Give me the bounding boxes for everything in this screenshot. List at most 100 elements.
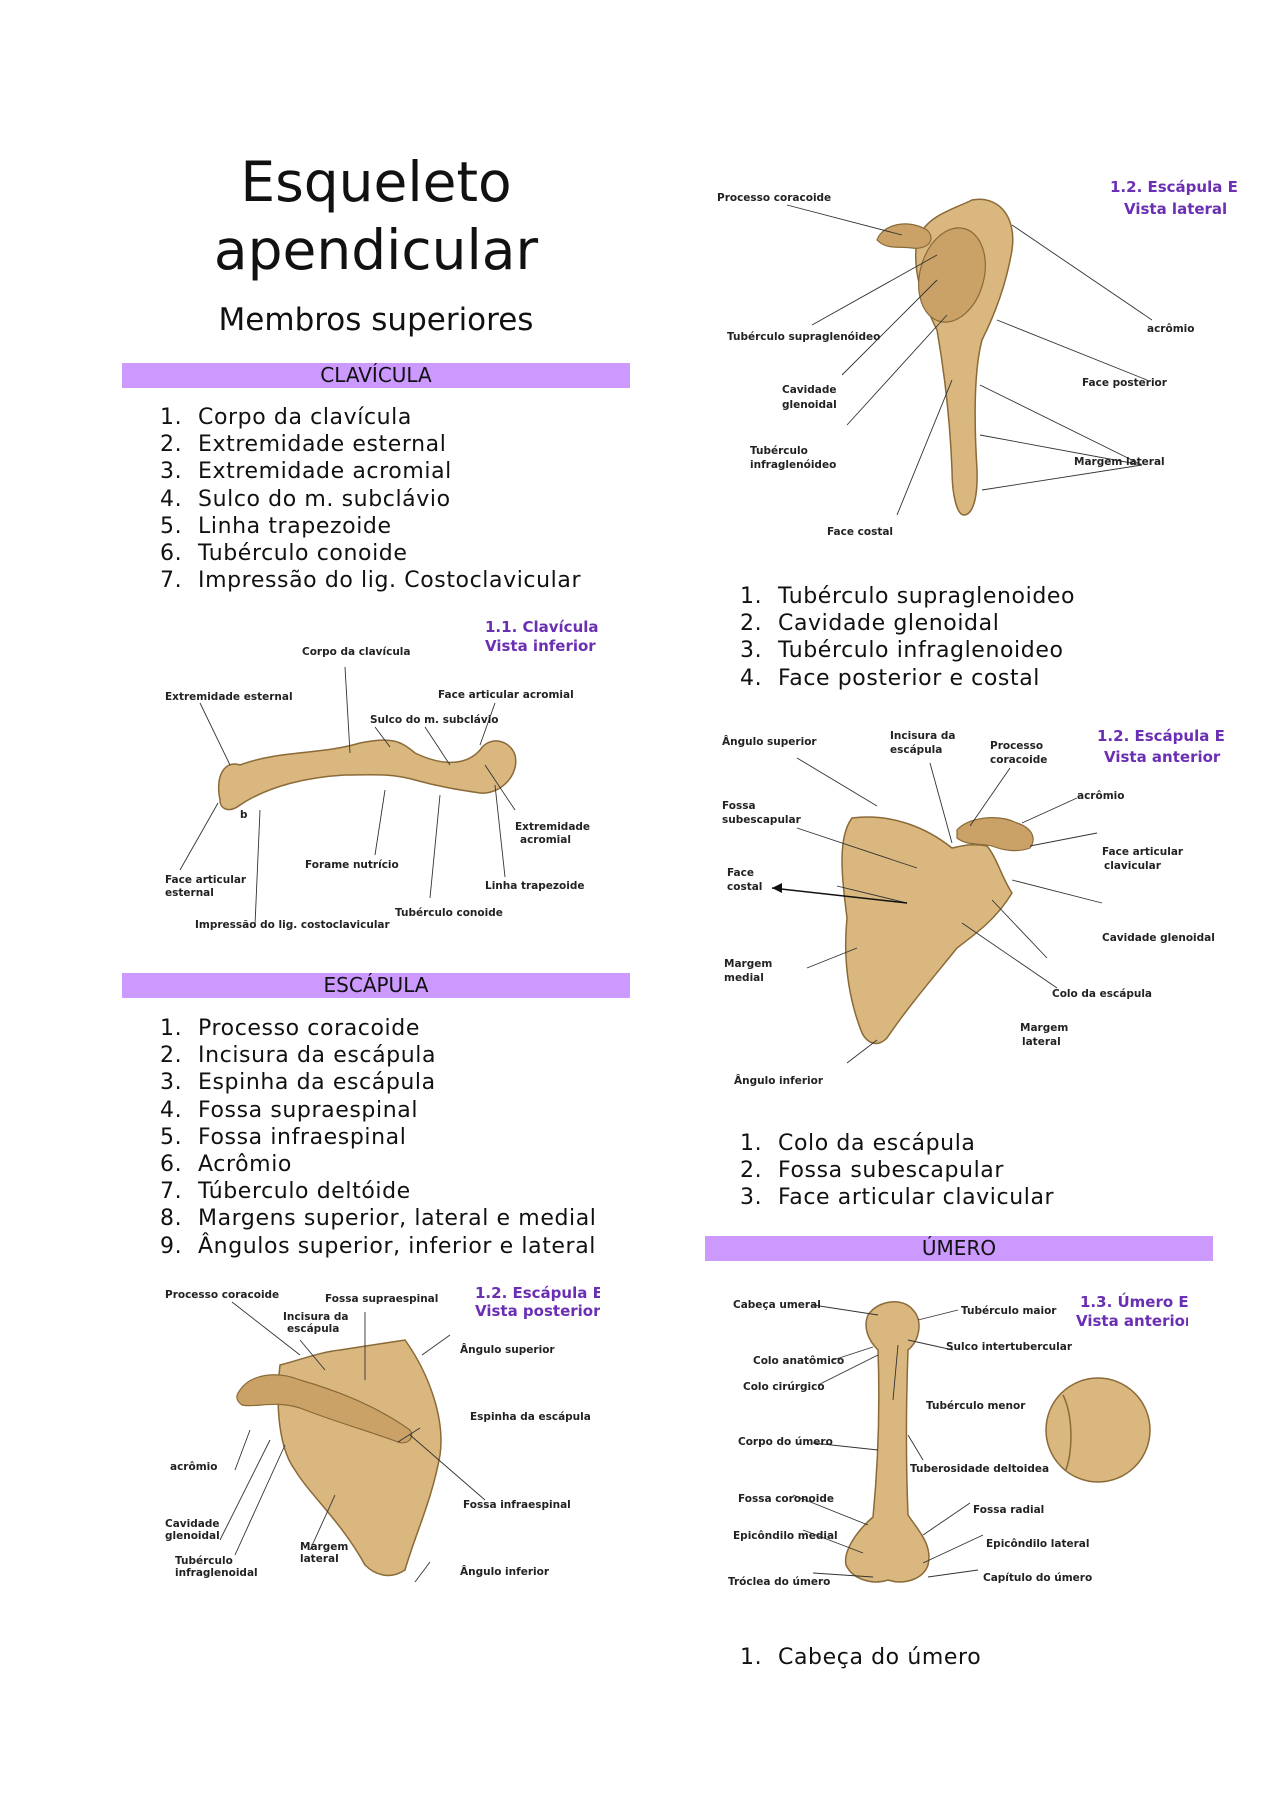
label-forame: Forame nutrício <box>305 859 399 871</box>
label-colo-anat: Colo anatômico <box>753 1355 844 1367</box>
list-item: 1.Cabeça do úmero <box>740 1645 982 1670</box>
list-item: 7.Impressão do lig. Costoclavicular <box>160 568 582 594</box>
label-cabeca: Cabeça umeral <box>733 1299 821 1311</box>
label-fossa-radial: Fossa radial <box>973 1504 1044 1516</box>
figure-escapula-lateral: 1.2. Escápula E Vista lateral Processo c… <box>712 170 1252 550</box>
label-fossa-supra: Fossa supraespinal <box>325 1293 438 1305</box>
list-escapula-lateral: 1.Tubérculo supraglenoideo 2.Cavidade gl… <box>740 583 1075 692</box>
list-item: 1.Tubérculo supraglenoideo <box>740 584 1076 609</box>
list-item: 4.Face posterior e costal <box>740 665 1041 691</box>
label-incisura-2: escápula <box>890 744 942 756</box>
coracoid-acromion <box>956 817 1034 852</box>
label-b: b <box>240 809 248 821</box>
label-margem-med: Margem <box>724 958 772 970</box>
label-face-art-esternal-2: esternal <box>165 887 214 899</box>
label-corpo: Corpo do úmero <box>738 1436 833 1448</box>
list-item: 4.Fossa supraespinal <box>160 1097 419 1123</box>
humerus-head-view <box>1045 1377 1151 1483</box>
list-item: 3.Extremidade acromial <box>160 459 452 485</box>
label-acromio: acrômio <box>1147 323 1194 335</box>
label-cavidade: Cavidade glenoidal <box>1102 932 1215 944</box>
label-cavidade: Cavidade <box>782 384 836 396</box>
label-ext-esternal: Extremidade esternal <box>165 691 293 703</box>
list-escapula: 1.Processo coracoide 2.Incisura da escáp… <box>160 1015 597 1260</box>
label-fossa: Fossa <box>722 800 756 812</box>
list-item: 1.Corpo da clavícula <box>160 405 412 430</box>
glenoid-cavity <box>918 227 986 323</box>
label-impressao: Impressão do lig. costoclavicular <box>195 919 391 931</box>
figure-umero: 1.3. Úmero E Vista anterior Cabeça umera… <box>728 1285 1188 1620</box>
list-item: 3.Face articular clavicular <box>740 1185 1055 1211</box>
label-processo: Processo coracoide <box>165 1289 279 1301</box>
label-fossa-infra: Fossa infraespinal <box>463 1499 571 1511</box>
label-margem: Margem <box>300 1541 348 1553</box>
list-umero: 1.Cabeça do úmero <box>740 1644 981 1671</box>
figure-caption: Vista inferior <box>485 637 596 655</box>
label-linha-trap: Linha trapezoide <box>485 880 584 892</box>
label-colo-cir: Colo cirúrgico <box>743 1381 825 1393</box>
figure-caption: Vista anterior <box>1076 1312 1188 1330</box>
label-angulo-sup: Ângulo superior <box>722 735 817 748</box>
figure-escapula-anterior: 1.2. Escápula E Vista anterior Ângulo su… <box>712 718 1252 1098</box>
label-face-art-esternal: Face articular <box>165 874 247 886</box>
label-cavidade: Cavidade <box>165 1518 219 1530</box>
section-heading-escapula: ESCÁPULA <box>122 973 630 998</box>
label-angulo-inf: Ângulo inferior <box>460 1565 550 1578</box>
label-face-art: Face articular <box>1102 846 1184 858</box>
label-tub-supra: Tubérculo supraglenóideo <box>727 331 880 343</box>
figure-escapula-posterior: 1.2. Escápula E Vista posterior Processo… <box>160 1280 600 1600</box>
label-acromio: acrômio <box>1077 790 1124 802</box>
scapula-anterior-bone <box>841 816 1013 1045</box>
label-processo: Processo coracoide <box>717 192 831 204</box>
label-fossa-coronoide: Fossa coronoide <box>738 1493 834 1505</box>
label-cavidade-2: glenoidal <box>782 399 837 411</box>
label-processo: Processo <box>990 740 1043 752</box>
page-subtitle: Membros superiores <box>218 302 534 338</box>
head-contour <box>1062 1394 1072 1471</box>
label-ext-acromial: Extremidade <box>515 821 590 833</box>
list-item: 1.Colo da escápula <box>740 1131 976 1156</box>
label-tuberculo-2: infraglenoidal <box>175 1567 258 1579</box>
list-item: 6.Tubérculo conoide <box>160 541 408 567</box>
page-title: Esqueleto apendicular <box>213 150 539 282</box>
label-colo: Colo da escápula <box>1052 988 1152 1000</box>
list-item: 2.Fossa subescapular <box>740 1158 1005 1184</box>
label-ext-acromial-2: acromial <box>520 834 571 846</box>
list-escapula-anterior: 1.Colo da escápula 2.Fossa subescapular … <box>740 1130 1054 1212</box>
list-item: 4.Sulco do m. subclávio <box>160 486 451 512</box>
arrow-face-costal <box>771 887 908 904</box>
label-tub-infra-2: infraglenóideo <box>750 459 836 471</box>
figure-clavicula: 1.1. Clavícula Vista inferior Corpo da c… <box>160 615 600 945</box>
label-capitulo: Capítulo do úmero <box>983 1572 1092 1584</box>
coracoid-process <box>876 223 932 249</box>
section-heading-umero: ÚMERO <box>705 1236 1213 1261</box>
label-tuberosidade: Tuberosidade deltoidea <box>910 1463 1049 1475</box>
label-espinha: Espinha da escápula <box>470 1411 591 1423</box>
label-incisura: Incisura da <box>890 730 955 742</box>
label-incisura-2: escápula <box>287 1323 339 1335</box>
label-angulo-sup: Ângulo superior <box>460 1343 555 1356</box>
list-item: 3.Espinha da escápula <box>160 1070 436 1096</box>
label-tub-infra: Tubérculo <box>750 445 808 457</box>
label-tub-menor: Tubérculo menor <box>926 1400 1026 1412</box>
figure-caption: Vista posterior <box>475 1302 600 1320</box>
label-margem-med-2: medial <box>724 972 764 984</box>
list-clavicula: 1.Corpo da clavícula 2.Extremidade ester… <box>160 404 581 594</box>
list-item: 5.Fossa infraespinal <box>160 1124 407 1150</box>
figure-caption: 1.2. Escápula E <box>1097 727 1225 745</box>
label-face-post: Face posterior <box>1082 377 1168 389</box>
label-face-costal-2: costal <box>727 881 762 893</box>
figure-caption: Vista lateral <box>1124 200 1227 218</box>
list-item: 8.Margens superior, lateral e medial <box>160 1206 597 1232</box>
label-tub-maior: Tubérculo maior <box>961 1305 1057 1317</box>
label-fossa-2: subescapular <box>722 814 802 826</box>
label-angulo-inf: Ângulo inferior <box>734 1074 824 1087</box>
label-epi-medial: Epicôndilo medial <box>733 1530 838 1542</box>
list-item: 3.Tubérculo infraglenoideo <box>740 638 1064 664</box>
figure-caption: 1.1. Clavícula <box>485 618 599 636</box>
label-face-art-acromial: Face articular acromial <box>438 689 574 701</box>
section-heading-clavicula: CLAVÍCULA <box>122 363 630 388</box>
humerus-bone <box>844 1301 930 1583</box>
label-face-costal: Face costal <box>827 526 893 538</box>
figure-caption: Vista anterior <box>1104 748 1221 766</box>
